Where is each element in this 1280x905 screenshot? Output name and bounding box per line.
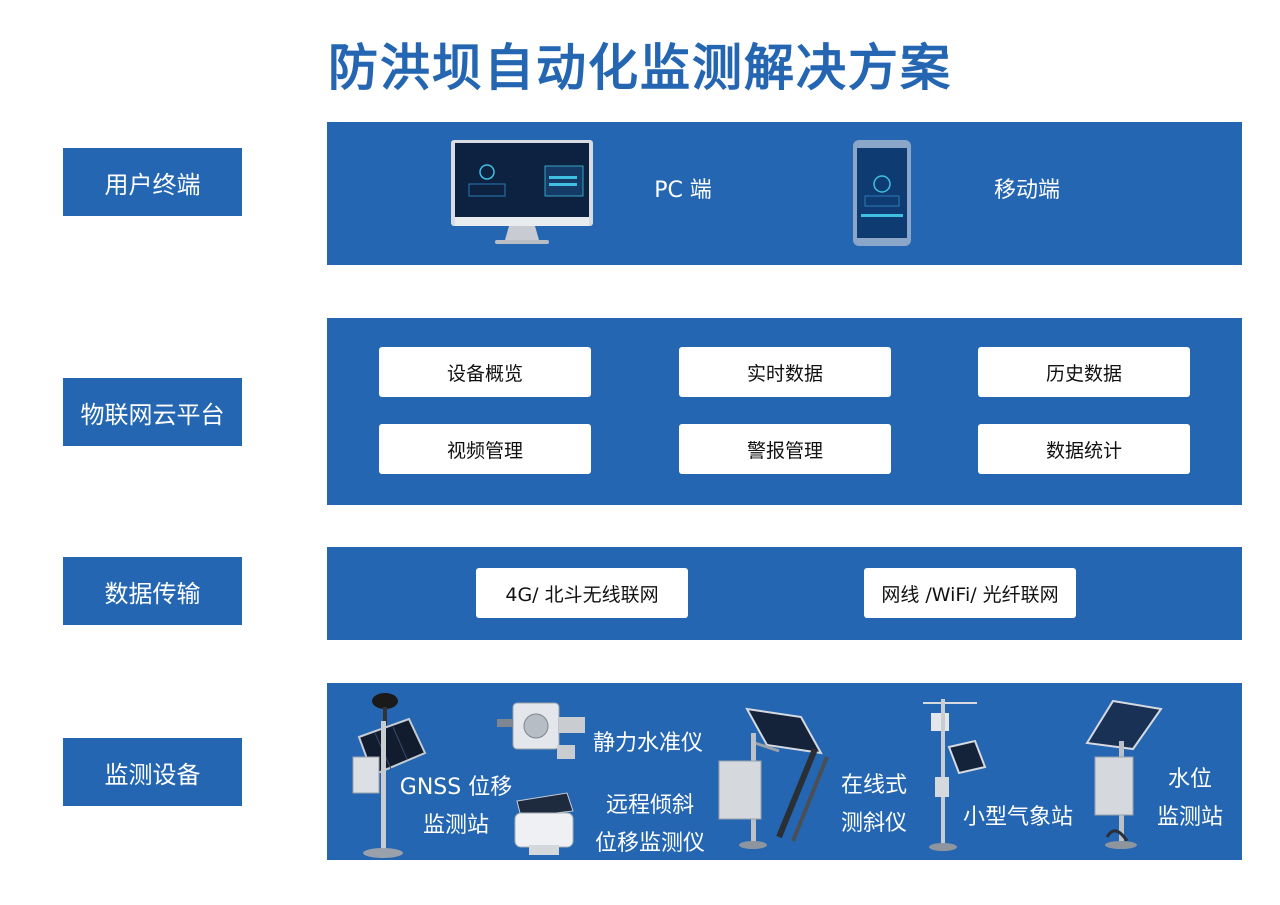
data-transmission-panel: 4G/ 北斗无线联网 网线 /WiFi/ 光纤联网 [327,547,1242,640]
platform-video-management[interactable]: 视频管理 [379,424,591,474]
device-gnss-label: GNSS 位移 监测站 [397,769,515,845]
platform-alarm-management[interactable]: 警报管理 [679,424,891,474]
device-hydrostatic-label: 静力水准仪 [589,725,707,763]
device-water-level-line1: 水位 [1167,767,1212,792]
tilt-monitor-icon [514,792,574,855]
transmission-4g-beidou[interactable]: 4G/ 北斗无线联网 [476,568,688,618]
device-gnss-line2: 监测站 [422,813,489,838]
layer-label-transmission: 数据传输 [63,557,242,625]
mobile-phone-icon [853,140,911,246]
inclinometer-icon [718,707,829,849]
device-water-level-line2: 监测站 [1156,805,1223,830]
transmission-cable-wifi-fiber[interactable]: 网线 /WiFi/ 光纤联网 [864,568,1076,618]
weather-station-icon [923,699,987,851]
layer-label-platform: 物联网云平台 [63,378,242,446]
pc-label: PC 端 [654,178,712,203]
device-water-level-label: 水位 监测站 [1149,761,1231,837]
water-level-station-icon [1085,699,1163,849]
device-tilt-label: 远程倾斜 位移监测仪 [587,787,713,863]
device-inclinometer-line1: 在线式 [840,773,907,798]
layer-label-devices: 监测设备 [63,738,242,806]
hydrostatic-level-icon [497,702,585,759]
cloud-platform-panel: 设备概览 实时数据 历史数据 视频管理 警报管理 数据统计 [327,318,1242,505]
mobile-label: 移动端 [993,178,1060,203]
layer-label-user: 用户终端 [63,148,242,216]
gnss-station-icon [352,693,427,858]
pc-monitor-icon [451,140,593,244]
user-terminal-panel: PC 端 移动端 [327,122,1242,265]
device-inclinometer-line2: 测斜仪 [840,811,907,836]
monitoring-devices-panel: GNSS 位移 监测站 静力水准仪 远程倾斜 位移监测仪 在线式 测斜仪 [327,683,1242,860]
device-gnss-line1: GNSS 位移 [399,775,513,800]
device-inclinometer-label: 在线式 测斜仪 [825,767,923,843]
device-weather-line1: 小型气象站 [962,805,1073,830]
device-weather-label: 小型气象站 [959,799,1077,837]
device-tilt-line2: 位移监测仪 [594,831,705,856]
platform-realtime-data[interactable]: 实时数据 [679,347,891,397]
device-tilt-line1: 远程倾斜 [605,793,694,818]
device-hydrostatic-line1: 静力水准仪 [592,731,703,756]
platform-data-statistics[interactable]: 数据统计 [978,424,1190,474]
platform-history-data[interactable]: 历史数据 [978,347,1190,397]
platform-device-overview[interactable]: 设备概览 [379,347,591,397]
page-title: 防洪坝自动化监测解决方案 [328,39,952,97]
